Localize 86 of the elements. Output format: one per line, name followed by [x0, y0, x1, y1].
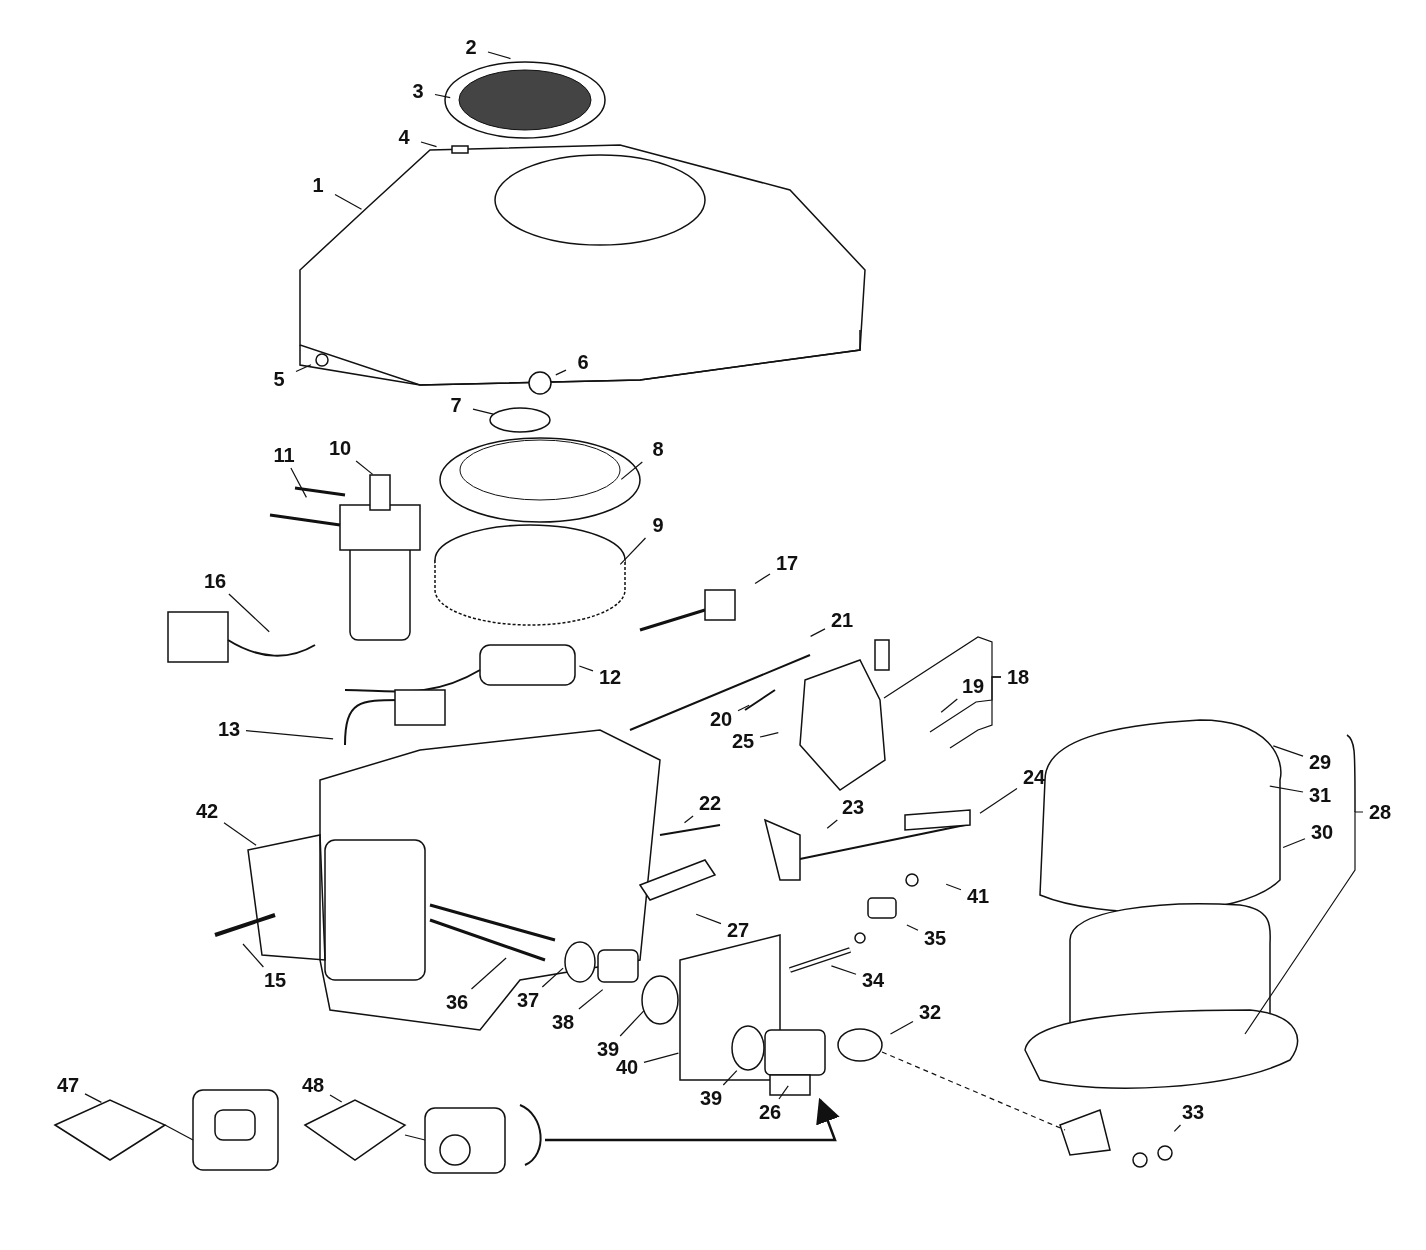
leader-line: [826, 819, 838, 829]
leader-line: [1244, 811, 1364, 1035]
leader-line: [84, 1093, 102, 1103]
leader-line: [722, 1070, 738, 1086]
leader-line: [737, 704, 750, 712]
leader-line: [334, 193, 363, 210]
callout-number: 25: [727, 729, 759, 753]
leader-line: [759, 732, 779, 738]
callout-number: 34: [857, 968, 889, 992]
callout-number: 5: [263, 367, 295, 391]
callout-number: 48: [297, 1073, 329, 1097]
callout-number: 13: [213, 717, 245, 741]
callout-number: 21: [826, 608, 858, 632]
callout-number: 31: [1304, 783, 1336, 807]
callout-number: 18: [1002, 665, 1034, 689]
leader-line: [695, 913, 722, 925]
callout-number: 11: [268, 443, 300, 467]
callout-number: 4: [388, 125, 420, 149]
leader-line: [355, 460, 374, 475]
callout-number: 20: [705, 707, 737, 731]
leader-line: [1282, 838, 1306, 849]
callout-number: 17: [771, 551, 803, 575]
callout-number: 27: [722, 918, 754, 942]
callout-number: 7: [440, 393, 472, 417]
leader-line: [830, 965, 857, 975]
callout-number: 30: [1306, 820, 1338, 844]
leader-line: [290, 467, 307, 498]
leader-line: [1269, 785, 1304, 793]
leader-line: [778, 1085, 789, 1100]
callout-number: 22: [694, 791, 726, 815]
leader-line: [945, 883, 962, 891]
leader-line: [329, 1094, 343, 1103]
leader-line: [754, 573, 771, 585]
leader-line: [228, 593, 270, 633]
callout-number: 2: [455, 35, 487, 59]
leader-line: [420, 141, 438, 148]
callout-number: 23: [837, 795, 869, 819]
leader-line: [810, 628, 826, 637]
callout-number: 36: [441, 990, 473, 1014]
leader-line: [683, 815, 694, 824]
callout-number: 24: [1018, 765, 1050, 789]
callout-number: 28: [1364, 800, 1396, 824]
leader-line: [242, 943, 264, 968]
leader-line: [578, 665, 594, 672]
callout-number: 19: [957, 674, 989, 698]
leader-line: [619, 1010, 645, 1037]
callout-number: 1: [302, 173, 334, 197]
leader-line: [949, 676, 1002, 749]
leader-line: [434, 93, 451, 99]
callout-number: 15: [259, 968, 291, 992]
leader-line: [906, 924, 919, 931]
leader-line: [643, 1052, 679, 1063]
leader-line: [979, 787, 1018, 814]
leader-line: [1173, 1124, 1182, 1132]
callout-number: 9: [642, 513, 674, 537]
leader-line: [245, 730, 334, 740]
leader-line: [620, 461, 643, 480]
callout-number: 47: [52, 1073, 84, 1097]
callout-number: 3: [402, 79, 434, 103]
callout-number: 37: [512, 988, 544, 1012]
leader-line: [295, 364, 312, 373]
leader-line: [889, 1020, 914, 1035]
callout-number: 38: [547, 1010, 579, 1034]
callout-number: 35: [919, 926, 951, 950]
callout-number: 12: [594, 665, 626, 689]
leader-line: [541, 967, 564, 988]
callout-number: 10: [324, 436, 356, 460]
leader-line: [1272, 745, 1304, 757]
leader-line: [470, 957, 507, 990]
leader-line: [619, 537, 647, 565]
callout-number: 29: [1304, 750, 1336, 774]
callout-number: 42: [191, 799, 223, 823]
leader-line: [555, 369, 567, 376]
leader-line: [223, 822, 257, 846]
callout-number: 6: [567, 350, 599, 374]
leader-line: [578, 989, 604, 1010]
callout-number: 16: [199, 569, 231, 593]
callout-number: 33: [1177, 1100, 1209, 1124]
leader-line: [940, 698, 958, 713]
leader-line: [487, 51, 512, 60]
callout-number: 39: [695, 1086, 727, 1110]
callout-number: 8: [642, 437, 674, 461]
leader-line: [472, 408, 494, 415]
callout-number: 26: [754, 1100, 786, 1124]
callout-number: 41: [962, 884, 994, 908]
callout-number: 32: [914, 1000, 946, 1024]
